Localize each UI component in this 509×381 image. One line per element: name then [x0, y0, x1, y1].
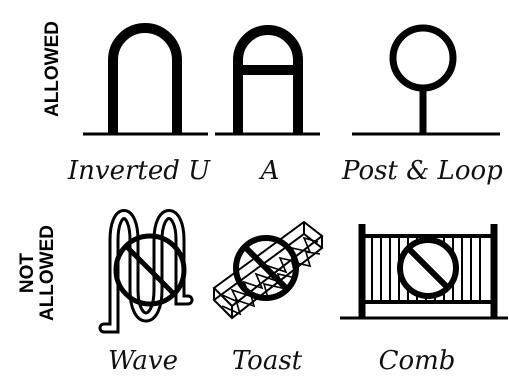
inverted-u-rack-icon	[83, 28, 208, 134]
inverted-u-caption: Inverted U	[65, 156, 213, 186]
post-and-loop-rack-icon	[352, 28, 500, 134]
toast-rack-icon	[214, 222, 322, 318]
wave-caption: Wave	[105, 346, 181, 376]
a-rack-caption: A	[250, 156, 290, 186]
post-and-loop-caption: Post & Loop	[342, 156, 502, 186]
a-rack-icon	[215, 30, 320, 134]
toast-caption: Toast	[225, 346, 309, 376]
comb-caption: Comb	[377, 346, 457, 376]
wave-rack-icon	[104, 215, 188, 329]
comb-rack-icon	[340, 224, 508, 318]
